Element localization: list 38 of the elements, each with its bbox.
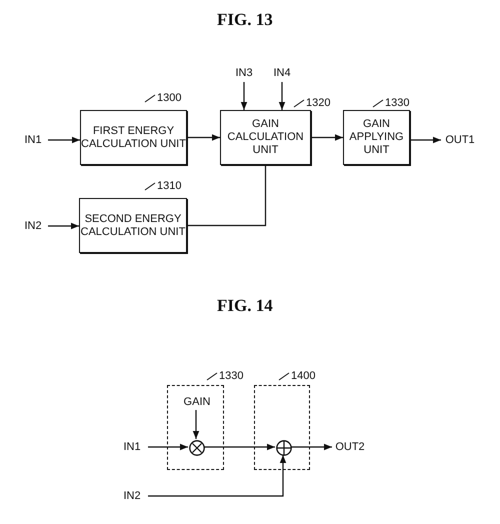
reference-numeral: 1330 <box>219 370 244 382</box>
arrow <box>204 444 275 450</box>
signal-label: IN3 <box>234 66 254 80</box>
signal-label: GAIN <box>182 395 212 409</box>
reference-numeral: 1320 <box>306 97 330 109</box>
reference-numeral: 1330 <box>385 97 410 109</box>
process-box: GAIN CALCULATION UNIT <box>220 110 311 165</box>
signal-label: IN1 <box>20 133 46 147</box>
arrow <box>48 136 80 144</box>
multiplier-symbol <box>189 440 205 456</box>
arrow <box>410 136 441 144</box>
arrow <box>278 82 286 110</box>
process-box: FIRST ENERGY CALCULATION UNIT <box>80 110 187 165</box>
arrow <box>291 444 332 450</box>
reference-numeral: 1300 <box>157 92 182 104</box>
signal-label: IN4 <box>272 66 292 80</box>
figure-title: FIG. 13 <box>217 10 273 30</box>
process-box: GAIN APPLYING UNIT <box>343 110 410 165</box>
arrow <box>187 134 220 141</box>
arrow <box>240 82 248 110</box>
connector-line <box>187 165 266 226</box>
figure-title: FIG. 14 <box>217 296 273 316</box>
arrow <box>148 444 188 450</box>
signal-label: OUT2 <box>334 440 366 454</box>
arrow <box>48 222 79 230</box>
dashed-block <box>167 385 224 470</box>
dashed-block <box>254 385 310 470</box>
arrow <box>311 134 343 141</box>
process-box: SECOND ENERGY CALCULATION UNIT <box>79 198 187 253</box>
arrow <box>148 455 286 497</box>
adder-symbol <box>276 440 292 456</box>
reference-numeral: 1310 <box>157 180 182 192</box>
signal-label: IN1 <box>118 440 146 454</box>
signal-label: IN2 <box>20 219 46 233</box>
reference-numeral: 1400 <box>291 370 316 382</box>
arrow <box>192 410 200 439</box>
signal-label: IN2 <box>118 489 146 503</box>
signal-label: OUT1 <box>443 133 477 147</box>
